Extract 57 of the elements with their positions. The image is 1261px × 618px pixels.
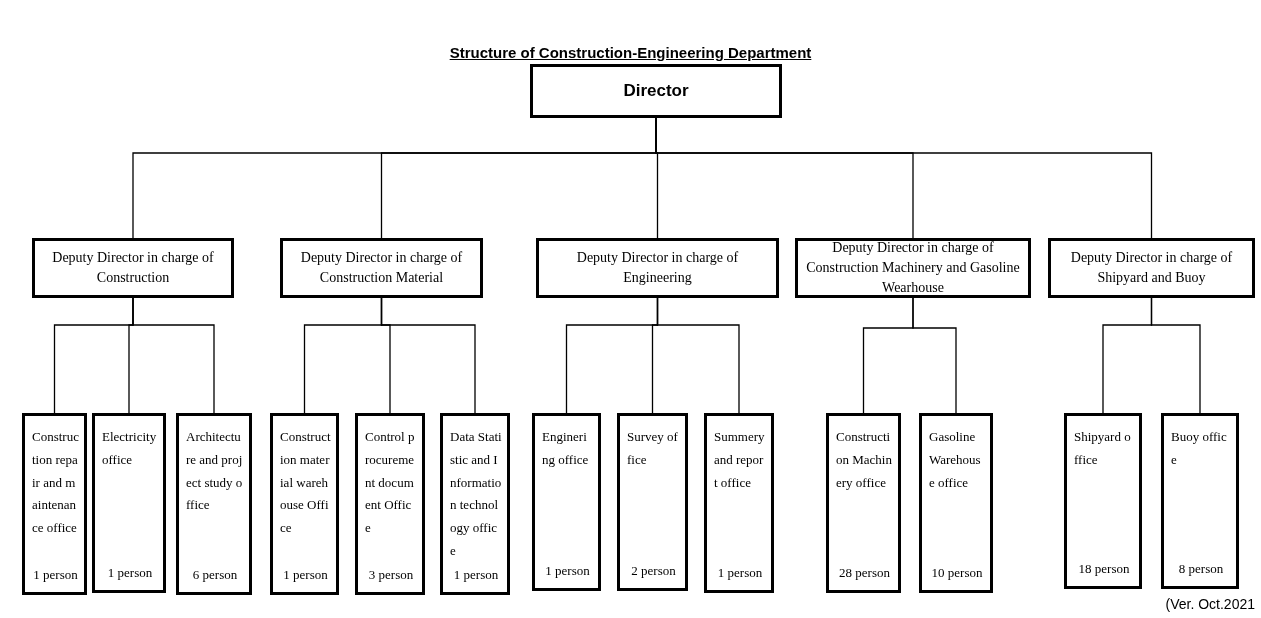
staff-count: 1 person	[544, 561, 591, 580]
box-title: Deputy Director in charge of Construction Material	[299, 248, 464, 287]
staff-count: 18 person	[1077, 559, 1131, 578]
office-name: Electricity office	[102, 428, 158, 469]
office-name: Construction repair and maintenance office	[32, 428, 79, 537]
office-box	[355, 413, 425, 595]
version-note: (Ver. Oct.2021	[1165, 596, 1255, 612]
box-title: Deputy Director in charge of Shipyard and Buoy	[1069, 248, 1234, 287]
staff-count: 28 person	[838, 563, 891, 582]
staff-count: 1 person	[452, 565, 500, 584]
box-title: Deputy Director in charge of Engineering	[575, 248, 740, 287]
connector-line	[912, 297, 957, 414]
office-box	[1161, 413, 1239, 589]
office-name: Control procurement document Office	[365, 428, 416, 537]
deputy-box	[536, 238, 779, 298]
staff-count: 1 person	[32, 565, 79, 584]
staff-count: 6 person	[191, 565, 239, 584]
office-box	[176, 413, 252, 595]
office-name: Enginering office	[542, 428, 590, 469]
box-title: Director	[623, 81, 689, 101]
office-box	[1064, 413, 1142, 589]
office-name: Summery and report office	[714, 428, 766, 492]
deputy-box	[280, 238, 483, 298]
office-box	[704, 413, 774, 593]
deputy-box	[32, 238, 234, 298]
office-name: Construction material warehouse Office	[280, 428, 331, 537]
staff-count: 2 person	[630, 561, 677, 580]
office-name: Survey office	[627, 428, 679, 469]
office-box	[532, 413, 601, 591]
connector-line	[132, 297, 215, 414]
office-box	[92, 413, 166, 593]
office-name: Construction Machinery office	[836, 428, 893, 492]
office-name: Buoy office	[1171, 428, 1228, 469]
deputy-box	[1048, 238, 1255, 298]
connector-line	[1150, 297, 1201, 414]
connector-line	[656, 297, 740, 414]
office-box	[440, 413, 510, 595]
box-title: Deputy Director in charge of Construction Machinery and Gasoline Wearhouse	[806, 238, 1020, 298]
office-box	[826, 413, 901, 593]
staff-count: 1 person	[716, 563, 764, 582]
director-box	[530, 64, 782, 118]
box-title: Deputy Director in charge of Construction	[51, 248, 215, 287]
office-box	[270, 413, 339, 595]
office-name: Shipyard office	[1074, 428, 1132, 469]
staff-count: 10 person	[930, 563, 984, 582]
staff-count: 3 person	[367, 565, 415, 584]
staff-count: 1 person	[282, 565, 329, 584]
connector-line	[380, 297, 476, 414]
office-box	[919, 413, 993, 593]
office-name: Gasoline Warehouse office	[929, 428, 982, 492]
office-name: Architecture and project study office	[186, 428, 244, 515]
diagram-title: Structure of Construction-Engineering Department	[449, 44, 812, 61]
office-box	[617, 413, 688, 591]
staff-count: 1 person	[106, 563, 154, 582]
office-name: Data Statistic and Information technology office	[450, 428, 502, 560]
office-box	[22, 413, 87, 595]
staff-count: 8 person	[1177, 559, 1225, 578]
